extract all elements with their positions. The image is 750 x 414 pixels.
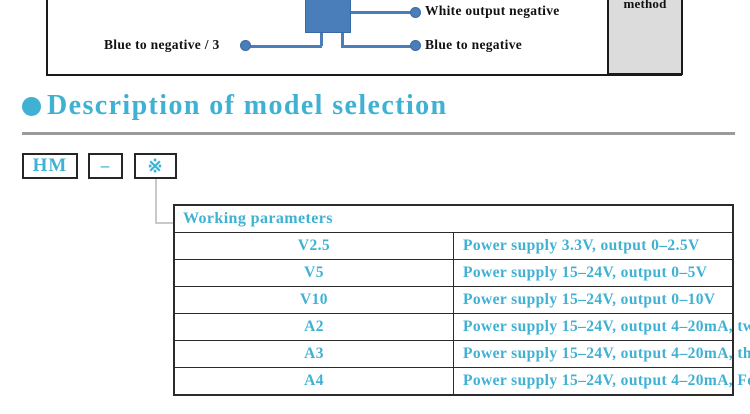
model-code-placeholder-box: ※ <box>134 153 177 179</box>
wire-label-white-output-negative: White output negative <box>425 3 560 18</box>
model-code-prefix-box: HM <box>22 153 78 179</box>
working-parameters-table: Working parameters V2.5 Power supply 3.3… <box>173 204 750 396</box>
terminal-dot-blue-negative-3 <box>240 40 251 51</box>
row-description: Power supply 15–24V, output 0–10V <box>453 286 734 314</box>
row-code: V2.5 <box>173 232 454 260</box>
wire-blue-negative-3-vertical <box>320 33 323 46</box>
wire-blue-negative-3-horizontal <box>244 45 322 48</box>
table-body: V2.5 Power supply 3.3V, output 0–2.5V V5… <box>173 232 750 396</box>
heading-divider <box>22 132 735 135</box>
wire-label-blue-to-negative: Blue to negative <box>425 37 523 52</box>
sensor-body-icon <box>305 0 351 33</box>
wire-label-blue-to-negative-3: Blue to negative / 3 <box>104 37 220 52</box>
table-row: V10 Power supply 15–24V, output 0–10V <box>173 286 734 314</box>
row-description: Power supply 15–24V, output 4–20mA, Four… <box>453 367 750 396</box>
row-description: Power supply 3.3V, output 0–2.5V <box>453 232 734 260</box>
row-description: Power supply 15–24V, output 4–20mA, two … <box>453 313 750 341</box>
wire-white-output <box>351 11 415 14</box>
wire-blue-negative-vertical <box>341 33 344 46</box>
table-row: V5 Power supply 15–24V, output 0–5V <box>173 259 734 287</box>
section-heading: Description of model selection <box>22 92 448 120</box>
connector-line-vertical <box>155 179 157 223</box>
model-code-separator-box: – <box>88 153 123 179</box>
table-row: A2 Power supply 15–24V, output 4–20mA, t… <box>173 313 750 341</box>
terminal-dot-blue-negative <box>410 40 421 51</box>
row-description: Power supply 15–24V, output 0–5V <box>453 259 734 287</box>
table-row: A4 Power supply 15–24V, output 4–20mA, F… <box>173 367 750 396</box>
wire-blue-negative-horizontal <box>341 45 415 48</box>
row-code: A4 <box>173 367 454 396</box>
filled-circle-bullet-icon <box>22 96 41 116</box>
page-title: Description of model selection <box>47 90 448 121</box>
row-description: Power supply 15–24V, output 4–20mA, thre… <box>453 340 750 368</box>
table-row: A3 Power supply 15–24V, output 4–20mA, t… <box>173 340 750 368</box>
table-row: V2.5 Power supply 3.3V, output 0–2.5V <box>173 232 734 260</box>
row-code: A3 <box>173 340 454 368</box>
row-code: V5 <box>173 259 454 287</box>
table-header-working-parameters: Working parameters <box>173 204 734 233</box>
method-label: method <box>623 0 667 11</box>
method-legend-box: method <box>607 0 683 75</box>
table-header-row: Working parameters <box>173 204 734 233</box>
row-code: A2 <box>173 313 454 341</box>
row-code: V10 <box>173 286 454 314</box>
connector-line-horizontal <box>155 222 175 224</box>
terminal-dot-white-output <box>410 7 421 18</box>
